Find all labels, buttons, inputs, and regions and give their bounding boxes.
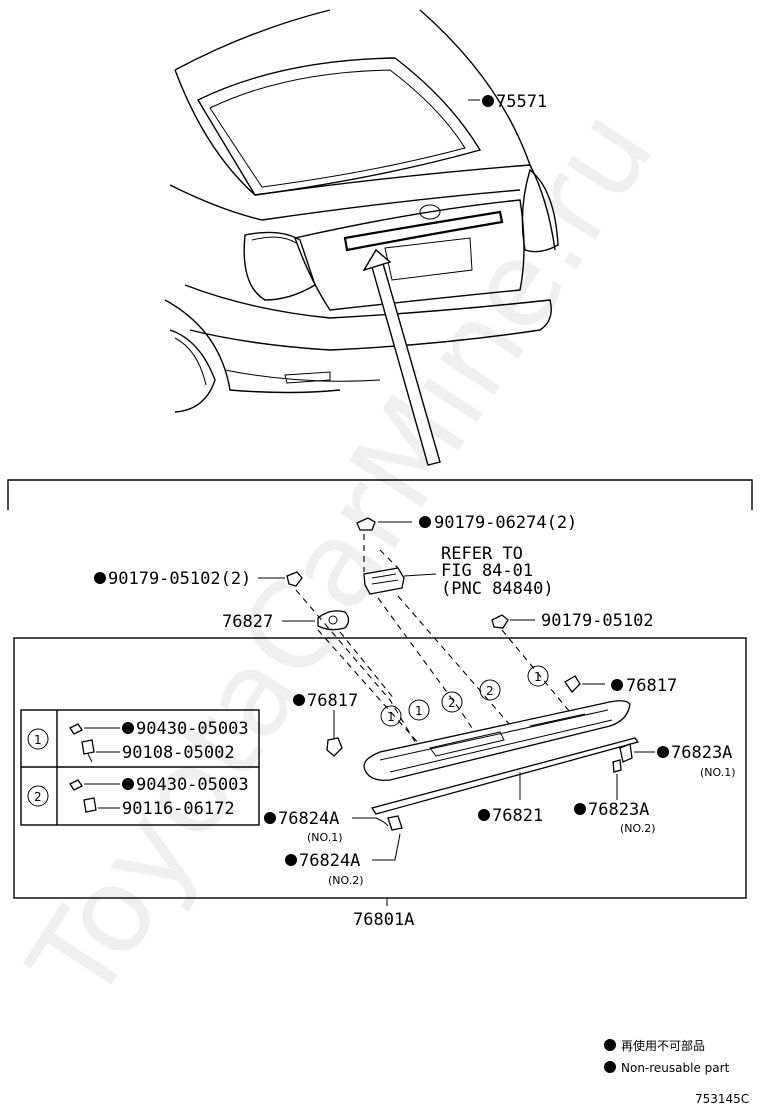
part-label-76801A: 76801A [353,910,414,930]
end-cap-76823A-no1 [619,743,633,763]
table-row1-part-a: 90430-05003 [136,719,249,739]
lamp-module [363,567,437,595]
refer-line-2: FIG 84-01 [441,561,533,581]
legend: 再使用不可部品 Non-reusable part [604,1038,730,1075]
clip-76817-right [564,675,581,694]
clip-90179-06274 [356,517,376,531]
svg-text:2: 2 [486,684,494,698]
svg-text:1: 1 [387,710,395,724]
part-label-76823A-no1: 76823A [671,743,732,763]
callout-circles: 1 1 2 2 1 [380,665,549,727]
legend-japanese: 再使用不可部品 [621,1038,705,1053]
part-label-76824A-no2: 76824A [299,851,360,871]
table-row2-part-a: 90430-05003 [136,775,249,795]
nut-90179-05102-left [286,571,303,587]
refer-line-3: (PNC 84840) [441,579,554,599]
svg-text:1: 1 [415,704,423,718]
note-no1-76824A: (NO.1) [307,831,343,844]
end-cap-76824A-no1 [387,815,403,831]
part-label-76824A-no1: 76824A [278,809,339,829]
note-no2-76823A: (NO.2) [620,822,656,835]
refer-line-1: REFER TO [441,544,523,564]
molding-76821 [370,737,640,815]
end-cap-76823A-no2 [612,759,622,773]
clip-76817-left [326,737,343,757]
svg-text:1: 1 [534,670,542,684]
note-no2-76824A: (NO.2) [328,874,364,887]
washer-icon [69,779,83,791]
part-label-76817-right: 76817 [626,676,677,696]
part-label-90179-05102-2: 90179-05102(2) [108,569,251,589]
part-label-76817-left: 76817 [307,691,358,711]
legend-english: Non-reusable part [621,1061,730,1075]
washer-icon [69,723,83,735]
part-label-90179-05102: 90179-05102 [541,611,654,631]
pointer-arrow [362,248,441,466]
fastener-table: 1 2 90430-05003 90108-05002 90430-05003 … [20,709,260,826]
bolt-icon [83,797,97,813]
part-label-90179-06274: 90179-06274(2) [434,513,577,533]
table-row1-part-b: 90108-05002 [122,743,235,763]
table-row2-part-b: 90116-06172 [122,799,235,819]
table-row1-number: 1 [34,733,42,747]
assembly-box [13,637,747,899]
part-label-76827: 76827 [222,612,273,632]
svg-text:2: 2 [448,696,456,710]
screw-icon [81,739,95,755]
figure-code: 753145C [695,1092,749,1106]
part-label-76823A-no2: 76823A [588,800,649,820]
note-no1-76823A: (NO.1) [700,766,736,779]
part-label-76821: 76821 [492,806,543,826]
car-illustration [164,9,559,413]
table-row2-number: 2 [34,790,42,804]
part-label-75571: 75571 [496,92,547,112]
garnish-76801A [363,700,631,781]
nut-90179-05102-right [491,614,509,629]
